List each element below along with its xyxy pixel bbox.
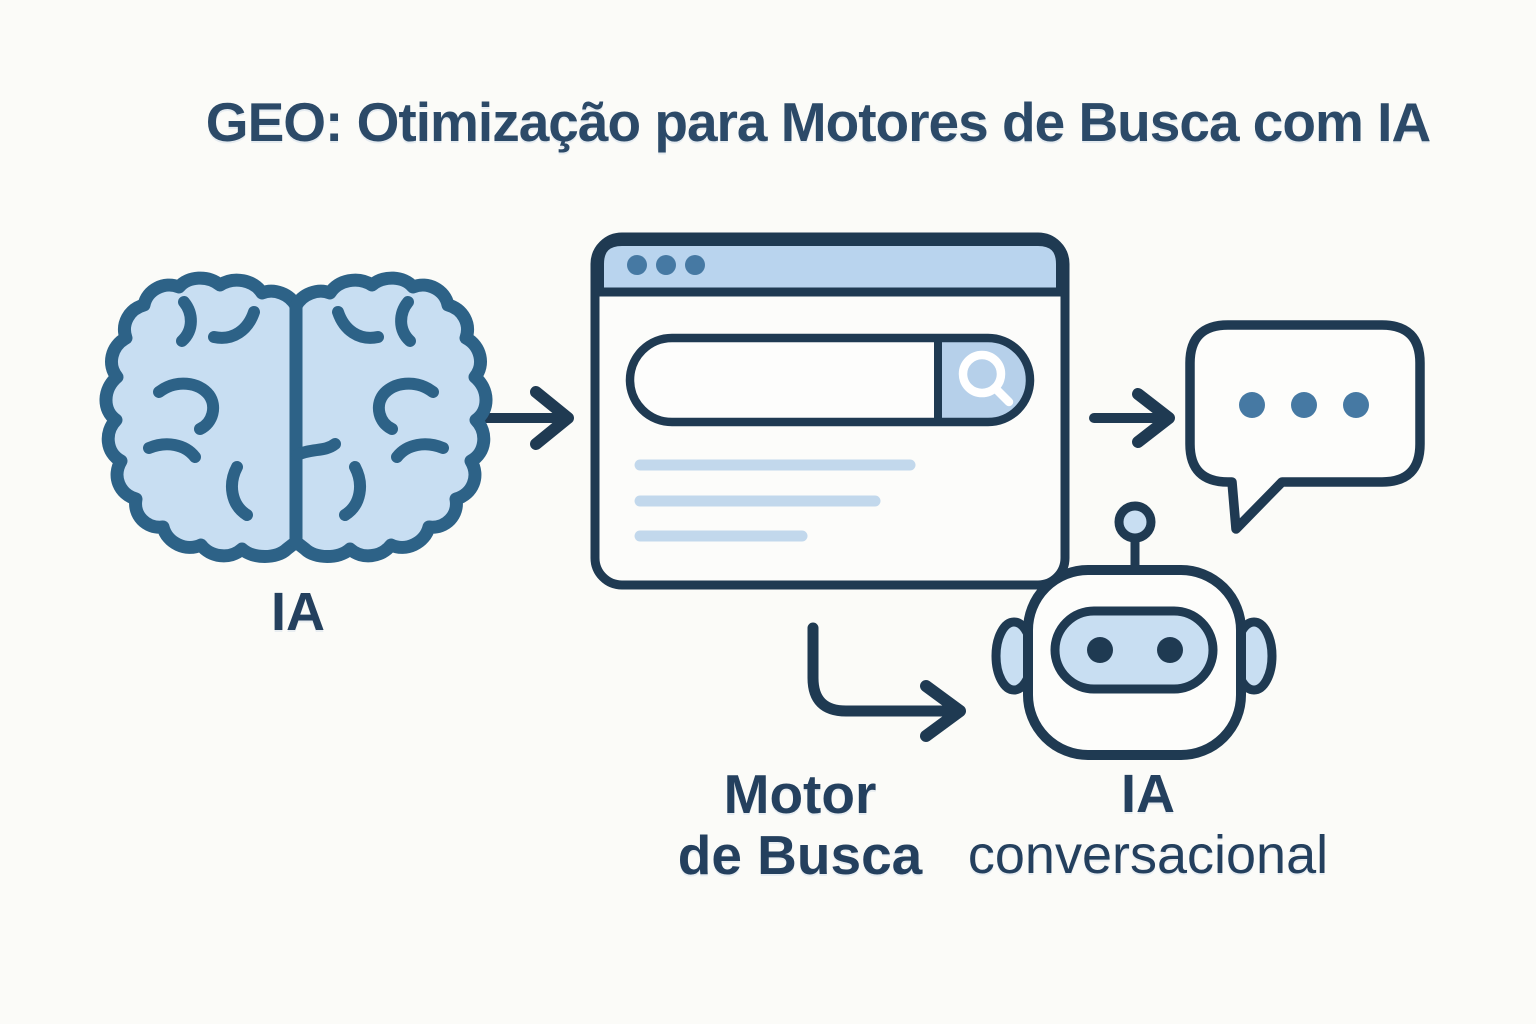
search-engine-label-line1: Motor xyxy=(723,763,877,825)
diagram-title: GEO: Otimização para Motores de Busca co… xyxy=(205,91,1431,153)
brain-icon xyxy=(99,271,493,563)
search-bar xyxy=(625,333,1035,427)
arrow-right-icon xyxy=(1089,388,1175,448)
robot-eyes xyxy=(1087,637,1183,663)
elbow-arrow-down-right-icon xyxy=(807,622,966,742)
typing-dots-icon xyxy=(1239,392,1369,418)
conversational-ai-label-line1: IA xyxy=(1121,764,1175,824)
search-engine-label-line2: de Busca xyxy=(677,824,923,886)
robot-visor xyxy=(1050,606,1218,694)
browser-window-icon xyxy=(590,232,1070,590)
conversational-ai-label: IA conversacional xyxy=(948,764,1348,886)
brain-label: IA xyxy=(271,582,325,642)
conversational-ai-label-line2: conversacional xyxy=(967,825,1329,885)
search-engine-label: Motor de Busca xyxy=(600,764,1000,886)
robot-antenna-ball xyxy=(1114,501,1156,543)
chat-bubble-icon xyxy=(1185,320,1425,534)
magnifier-icon xyxy=(958,350,1014,407)
arrow-right-icon xyxy=(472,386,574,450)
result-lines xyxy=(634,459,916,542)
robot-icon xyxy=(991,501,1277,760)
window-buttons-icon xyxy=(627,255,705,275)
brain-folds xyxy=(143,296,449,521)
